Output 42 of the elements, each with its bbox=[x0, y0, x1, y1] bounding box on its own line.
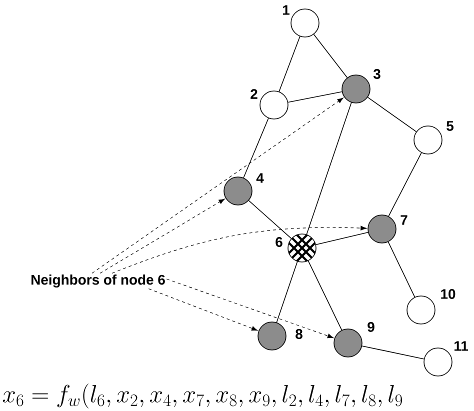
dashed-arrow bbox=[112, 226, 367, 274]
node-number: 1 bbox=[283, 5, 290, 15]
node-circle bbox=[260, 90, 288, 120]
edge-line bbox=[288, 91, 342, 103]
node-circle bbox=[342, 74, 370, 104]
node-number: 7 bbox=[400, 215, 408, 225]
edge-line bbox=[316, 232, 368, 246]
dashed-arrow bbox=[100, 198, 225, 274]
node-circle bbox=[258, 322, 286, 350]
edge-line bbox=[276, 261, 298, 323]
edge-line bbox=[367, 96, 417, 132]
edge-line bbox=[388, 242, 416, 298]
node-number: 10 bbox=[441, 289, 456, 299]
edge-line bbox=[278, 36, 300, 92]
edge-line bbox=[248, 200, 292, 239]
dashed-arrow bbox=[166, 278, 334, 338]
node-circle bbox=[406, 296, 436, 324]
hatched-node-circle bbox=[288, 234, 316, 262]
text-label: Neighbors of node 6 bbox=[32, 274, 165, 288]
node-circle bbox=[334, 328, 362, 358]
node-number: 3 bbox=[373, 69, 380, 79]
edge-line bbox=[388, 152, 422, 217]
node-number: 6 bbox=[276, 237, 282, 247]
node-number: 4 bbox=[256, 173, 264, 183]
node-circle bbox=[290, 8, 320, 38]
dashed-arrow bbox=[148, 288, 258, 331]
formula: $x_6 = f_w(l_6, x_2, x_4, x_7, x_8, x_9, l_2, l_4, l_7, l_8, l_9$ bbox=[2, 384, 402, 408]
node-circle bbox=[224, 176, 252, 206]
node-number: 11 bbox=[454, 341, 468, 351]
edge-line bbox=[362, 346, 424, 360]
node-number: 8 bbox=[296, 329, 302, 339]
node-circle bbox=[368, 214, 396, 244]
dashed-arrow bbox=[92, 98, 344, 274]
node-circle bbox=[424, 348, 452, 376]
node-number: 2 bbox=[250, 89, 258, 99]
edge-line bbox=[313, 34, 348, 78]
node-number: 9 bbox=[368, 322, 374, 332]
node-circle bbox=[414, 126, 442, 154]
edge-line bbox=[308, 260, 342, 330]
node-number: 5 bbox=[446, 121, 454, 131]
edge-line bbox=[306, 102, 352, 235]
edge-line bbox=[243, 118, 269, 178]
